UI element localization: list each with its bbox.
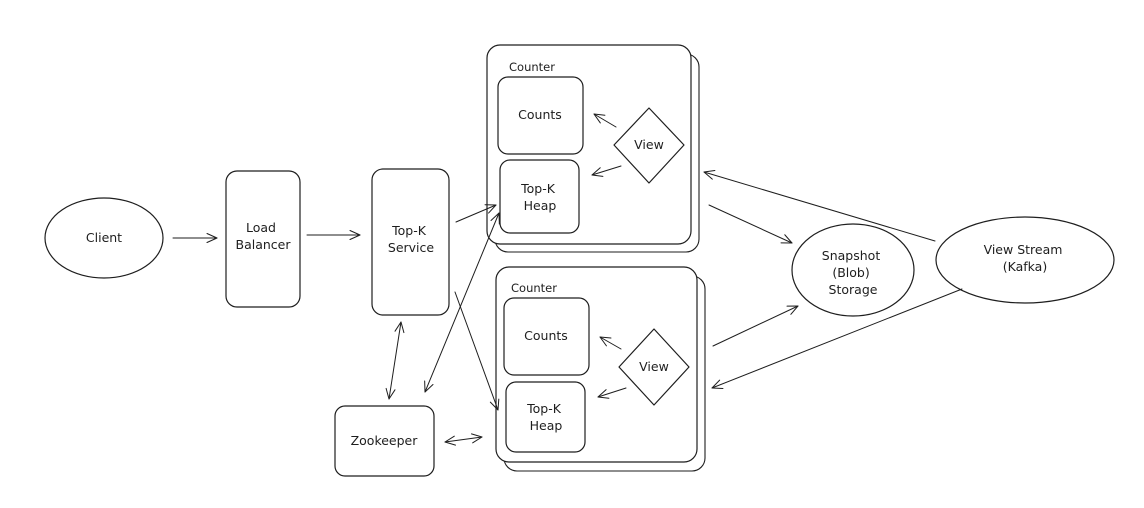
- arrow-topk-service-to-counter-bottom: [454, 291, 500, 411]
- arrow-view-stream-to-counter-top: [703, 170, 936, 242]
- view-label: View: [639, 359, 669, 374]
- client-label: Client: [86, 230, 122, 245]
- topk-heap-label: Top-K Heap: [520, 181, 559, 213]
- arrow-counter-bottom-to-snapshot: [712, 305, 799, 347]
- counter-title: Counter: [509, 60, 555, 74]
- topk-service-node: Top-K Service: [371, 168, 450, 316]
- arrow-topk-service-zookeeper: [385, 321, 405, 400]
- zookeeper-label: Zookeeper: [351, 433, 419, 448]
- view-node: View: [613, 107, 685, 184]
- topk-heap-node: Top-K Heap: [499, 159, 580, 234]
- counter-group-top: Counter Counts Top-K Heap View: [486, 44, 700, 253]
- view-label: View: [634, 137, 664, 152]
- load-balancer-node: Load Balancer: [225, 170, 301, 308]
- arrow-zookeeper-counter-bottom: [444, 433, 483, 446]
- arrow-view-to-heap: [597, 387, 627, 399]
- zookeeper-node: Zookeeper: [334, 405, 435, 477]
- arrow-view-to-counts: [599, 336, 622, 350]
- view-stream-label: View Stream (Kafka): [984, 242, 1067, 274]
- counter-group-bottom: Counter Counts Top-K Heap View: [495, 266, 706, 472]
- arrow-view-to-counts: [593, 113, 617, 128]
- counts-node: Counts: [503, 297, 590, 376]
- arrow-counter-top-to-snapshot: [708, 204, 793, 244]
- client-node: Client: [44, 197, 164, 279]
- counts-label: Counts: [524, 328, 568, 343]
- snapshot-storage-node: Snapshot (Blob) Storage: [791, 223, 915, 317]
- topk-heap-node: Top-K Heap: [505, 381, 586, 453]
- counter-title: Counter: [511, 281, 557, 295]
- snapshot-storage-label: Snapshot (Blob) Storage: [822, 248, 884, 297]
- arrow-view-stream-to-counter-bottom: [711, 288, 963, 390]
- arrow-view-to-heap: [591, 165, 622, 177]
- arrow-zookeeper-to-counter-top: [424, 212, 500, 393]
- counts-node: Counts: [497, 76, 584, 155]
- counts-label: Counts: [518, 107, 562, 122]
- view-stream-node: View Stream (Kafka): [935, 216, 1115, 304]
- load-balancer-label: Load Balancer: [236, 220, 292, 252]
- topk-service-label: Top-K Service: [388, 223, 435, 255]
- view-node: View: [618, 328, 690, 406]
- topk-heap-label: Top-K Heap: [526, 401, 565, 433]
